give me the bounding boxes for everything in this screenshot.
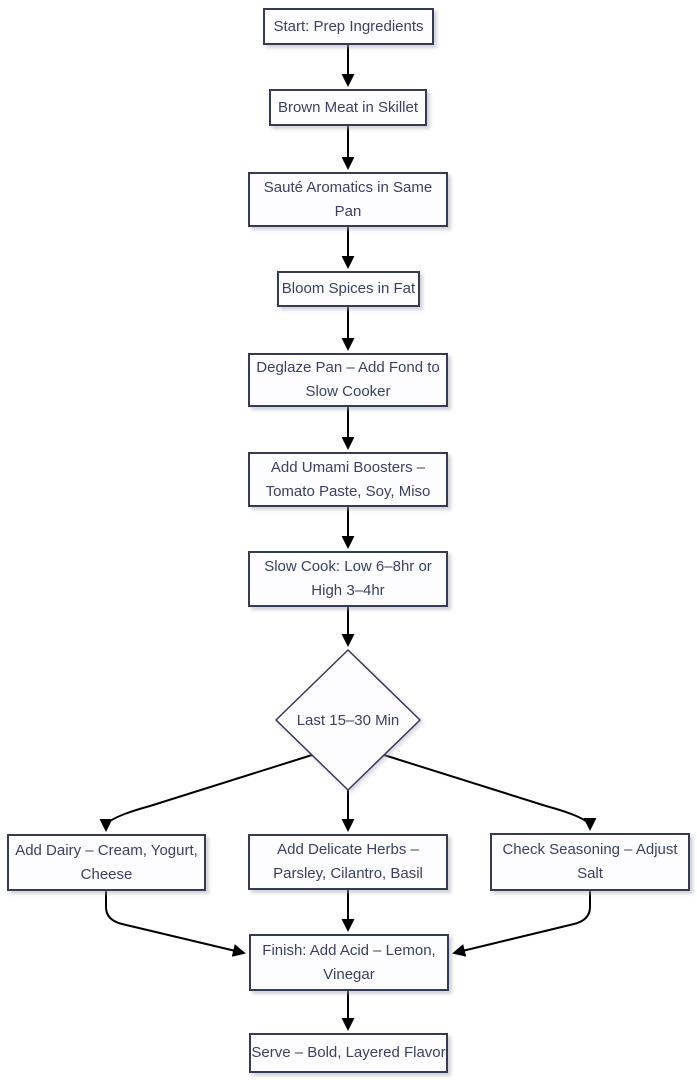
edge-decision-seasoning (383, 754, 597, 831)
node-delicate-herbs: Add Delicate Herbs – Parsley, Cilantro, … (248, 834, 448, 890)
edge-seasoning-finish (452, 891, 591, 957)
node-brown-meat: Brown Meat in Skillet (269, 89, 427, 126)
edge-decision-dairy (99, 754, 313, 832)
node-serve: Serve – Bold, Layered Flavor (249, 1033, 448, 1073)
node-finish-acid: Finish: Add Acid – Lemon, Vinegar (249, 934, 449, 991)
edge-dairy-finish (105, 891, 246, 957)
node-deglaze-pan: Deglaze Pan – Add Fond to Slow Cooker (248, 353, 448, 407)
node-saute-aromatics: Sauté Aromatics in Same Pan (248, 172, 448, 227)
node-start: Start: Prep Ingredients (263, 8, 434, 45)
node-decision-label: Last 15–30 Min (296, 711, 400, 729)
node-add-dairy: Add Dairy – Cream, Yogurt, Cheese (7, 834, 206, 891)
decision-diamond-shape (274, 648, 422, 792)
node-check-seasoning: Check Seasoning – Adjust Salt (490, 833, 690, 891)
node-slow-cook: Slow Cook: Low 6–8hr or High 3–4hr (248, 551, 448, 607)
node-umami-boosters: Add Umami Boosters – Tomato Paste, Soy, … (248, 452, 448, 507)
node-bloom-spices: Bloom Spices in Fat (277, 271, 420, 307)
